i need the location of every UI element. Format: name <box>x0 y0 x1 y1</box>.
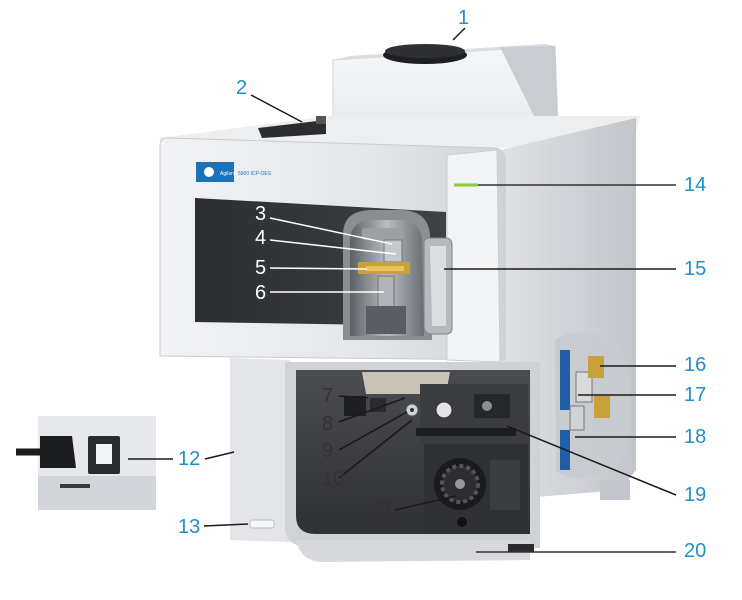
power-inset <box>16 416 156 510</box>
callout-6: 6 <box>255 282 267 304</box>
brand-model: 5900 ICP-OES <box>238 171 272 177</box>
valve-upper <box>416 384 528 444</box>
callout-2: 2 <box>236 77 248 99</box>
callout-9: 9 <box>322 440 334 462</box>
callout-18: 18 <box>684 426 707 448</box>
callout-19: 19 <box>684 484 707 506</box>
leader-10 <box>338 419 413 479</box>
brand-name: Agilent <box>220 171 236 177</box>
leader-11 <box>394 495 457 511</box>
callout-20: 20 <box>684 540 707 562</box>
leader-3 <box>269 217 393 245</box>
leader-12b <box>204 451 235 460</box>
callout-1: 1 <box>458 7 470 29</box>
callout-16: 16 <box>684 354 707 376</box>
callout-8: 8 <box>322 413 334 435</box>
leader-1 <box>452 27 466 41</box>
callout-13: 13 <box>178 516 201 538</box>
callout-12: 12 <box>178 448 201 470</box>
callout-7: 7 <box>322 385 334 407</box>
leader-8 <box>338 397 406 423</box>
callout-11: 11 <box>373 497 394 519</box>
agilent-spark-icon <box>204 167 214 177</box>
torch-compartment <box>343 210 432 340</box>
callout-4: 4 <box>255 227 267 249</box>
leader-9 <box>338 411 408 451</box>
callout-15: 15 <box>684 258 707 280</box>
callout-17: 17 <box>684 384 707 406</box>
leader-13 <box>203 523 249 527</box>
lower-left-column <box>230 358 290 542</box>
leader-2 <box>250 94 303 123</box>
brand-badge <box>196 162 234 182</box>
callout-3: 3 <box>255 203 267 225</box>
leader-lines <box>128 27 677 553</box>
peristaltic-pump <box>424 444 528 530</box>
callout-14: 14 <box>684 174 707 196</box>
leader-5 <box>269 267 368 270</box>
leader-4 <box>269 239 397 255</box>
gas-connection-panel <box>555 332 630 478</box>
callout-5: 5 <box>255 257 267 279</box>
base-plate <box>296 540 530 562</box>
callout-10: 10 <box>322 468 345 490</box>
leader-19 <box>506 425 677 496</box>
leader-7 <box>338 395 369 399</box>
